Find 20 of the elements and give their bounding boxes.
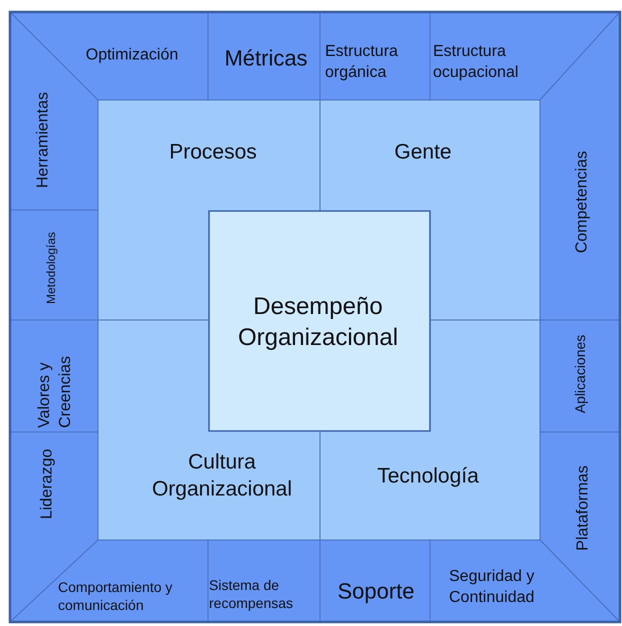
cell-label: Comportamiento y comunicación [58,578,174,614]
cell-label: Metodologías [44,232,60,304]
cell-label: Herramientas [34,92,53,188]
cell-label: Competencias [572,150,592,254]
cell-label: Valores y Creencias [35,354,75,428]
cell-label: Aplicaciones [570,334,589,414]
cell-label: Desempeño Organizacional [236,292,400,353]
cell-label: Seguridad y Continuidad [449,567,536,608]
cell-label: Estructura ocupacional [433,42,520,83]
cell-label: Estructura orgánica [325,42,399,83]
cell-label: Cultura Organizacional [150,450,294,503]
cell-label: Procesos [169,139,257,166]
cell-label: Métricas [224,44,308,73]
cell-label: Tecnología [377,463,479,490]
cell-label: Plataformas [574,465,593,551]
cell-label: Gente [394,139,452,166]
cell-label: Liderazgo [38,448,57,520]
cell-label: Soporte [337,578,415,606]
cell-label: Sistema de recompensas [209,576,294,612]
cell-label: Optimización [86,46,178,66]
